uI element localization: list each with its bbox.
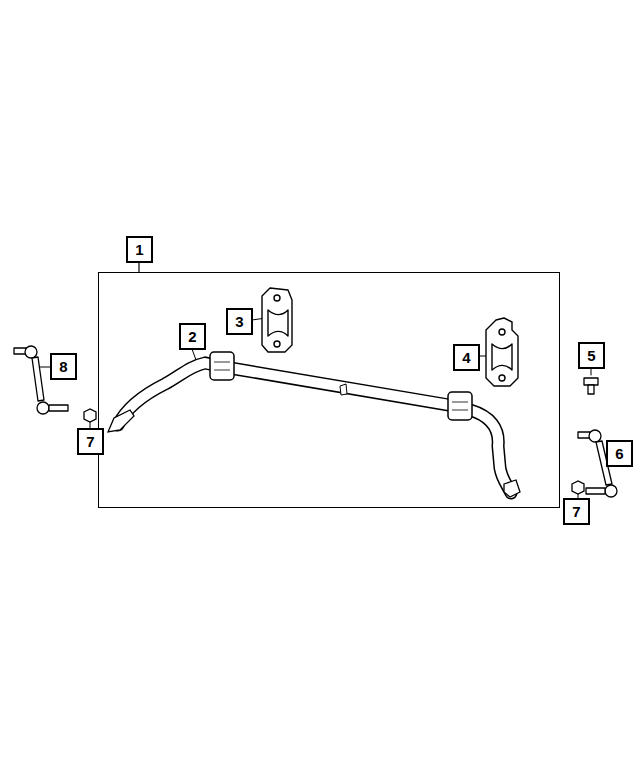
clamp-saddle [492,344,512,370]
clamp-4 [486,318,518,386]
stud [49,405,68,411]
bar-fill [118,363,511,493]
clamp-hole [499,375,505,381]
bushing [210,352,234,380]
callout-box: 6 [606,440,633,467]
bar-end [504,480,520,497]
stud [586,488,605,494]
bolt-head [584,378,598,385]
clamp-body [262,288,292,352]
bushing-detail [214,362,230,370]
callout-number: 6 [615,446,623,461]
callout-box: 8 [50,353,77,380]
clamp-3 [262,288,292,352]
ball-joint [37,402,49,414]
clamp-hole [274,295,280,301]
clamp-hole [499,329,505,335]
bushing-detail [452,402,468,410]
callout-number: 2 [188,329,196,344]
kit-frame: 1234 [98,272,560,508]
link-rod [32,357,44,401]
bushing [448,392,472,420]
bar-mark [340,384,347,395]
callout-box: 7 [77,428,104,455]
leader-line [192,349,196,360]
callout-number: 8 [59,359,67,374]
leader-line [591,369,592,375]
clamp-saddle [268,310,288,336]
stabilizer-bar [108,352,520,497]
nut [84,409,96,422]
clamp-body [486,318,518,386]
clamp-hole [274,341,280,347]
callout-box: 4 [453,344,480,371]
ball-joint [589,430,601,442]
callout-number: 7 [572,504,580,519]
leader-line [138,263,139,272]
bar-end [108,410,134,432]
callout-box: 2 [179,323,206,350]
nut [572,481,584,494]
callout-box: 7 [563,498,590,525]
leader-line [40,367,50,368]
bolt-shank [588,385,594,394]
bar-outline [118,363,511,493]
stud [14,348,26,354]
leader-lines [40,263,608,498]
callout-box: 5 [578,342,605,369]
stud [578,432,590,438]
callout-number: 7 [86,434,94,449]
callout-number: 4 [462,350,470,365]
callout-box: 3 [226,308,253,335]
bolt-5 [584,378,598,394]
ball-joint [605,485,617,497]
callout-number: 3 [235,314,243,329]
ball-joint [25,346,37,358]
nuts [84,409,584,494]
callout-number: 5 [587,348,595,363]
callout-number: 1 [126,236,153,263]
